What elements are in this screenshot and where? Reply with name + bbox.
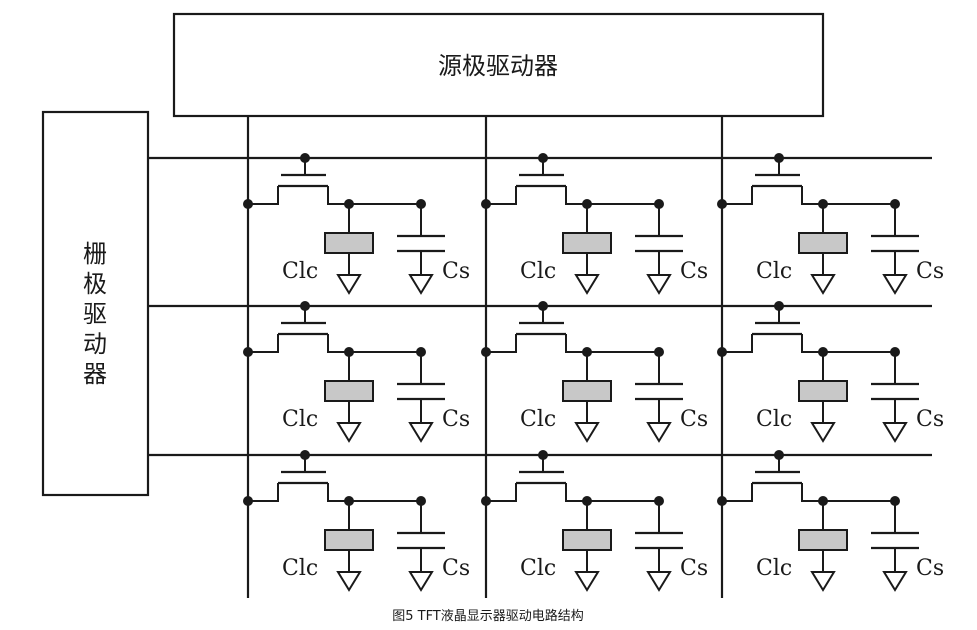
pixel-cell-r1-c2: Clc Cs [481, 153, 708, 295]
clc-label: Clc [282, 556, 318, 581]
cs-ground-symbol [646, 274, 672, 295]
cs-label: Cs [916, 259, 944, 284]
lc-ground-symbol [336, 571, 362, 592]
tft-drain-wire [801, 334, 895, 353]
pixel-cell-r3-c3: Clc Cs [717, 450, 944, 592]
source-junction-dot [243, 347, 253, 357]
liquid-crystal-capacitor [324, 232, 374, 254]
lc-ground-symbol [336, 274, 362, 295]
liquid-crystal-capacitor [562, 529, 612, 551]
cs-ground-symbol [646, 571, 672, 592]
lc-ground-symbol [574, 571, 600, 592]
tft-drain-wire [327, 483, 421, 502]
clc-label: Clc [756, 259, 792, 284]
cs-ground-symbol [882, 422, 908, 443]
cs-ground-symbol [646, 422, 672, 443]
cs-label: Cs [680, 556, 708, 581]
tft-source-wire [486, 483, 517, 502]
cs-ground-symbol [408, 571, 434, 592]
gate-driver-block: 栅 极 驱 动 器 [41, 110, 150, 497]
gate-driver-char-4: 动 [83, 330, 107, 358]
pixel-cell-r1-c3: Clc Cs [717, 153, 944, 295]
cs-label: Cs [680, 407, 708, 432]
tft-source-wire [248, 483, 279, 502]
tft-source-wire [248, 334, 279, 353]
lc-ground-symbol [810, 274, 836, 295]
cs-label: Cs [442, 556, 470, 581]
figure-caption: 图5 TFT液晶显示器驱动电路结构 [392, 608, 584, 624]
source-junction-dot [243, 199, 253, 209]
tft-drain-wire [327, 334, 421, 353]
lc-ground-symbol [574, 274, 600, 295]
gate-driver-char-1: 栅 [83, 240, 107, 268]
source-junction-dot [481, 496, 491, 506]
source-driver-box [172, 12, 825, 118]
source-junction-dot [481, 347, 491, 357]
tft-drain-wire [565, 483, 659, 502]
lc-ground-symbol [336, 422, 362, 443]
clc-label: Clc [282, 407, 318, 432]
clc-label: Clc [756, 407, 792, 432]
pixel-cell-r2-c3: Clc Cs [717, 301, 944, 443]
source-driver-block: 源极驱动器 [172, 12, 825, 118]
gate-driver-box [41, 110, 150, 497]
clc-label: Clc [520, 259, 556, 284]
bus-lines [148, 116, 932, 598]
source-junction-dot [717, 496, 727, 506]
lc-ground-symbol [810, 422, 836, 443]
tft-source-wire [722, 483, 753, 502]
clc-label: Clc [756, 556, 792, 581]
tft-source-wire [722, 334, 753, 353]
cs-label: Cs [916, 556, 944, 581]
pixel-cell-r3-c2: Clc Cs [481, 450, 708, 592]
liquid-crystal-capacitor [324, 529, 374, 551]
clc-label: Clc [282, 259, 318, 284]
cs-ground-symbol [882, 274, 908, 295]
liquid-crystal-capacitor [562, 232, 612, 254]
tft-drain-wire [801, 483, 895, 502]
tft-drain-wire [327, 186, 421, 205]
clc-label: Clc [520, 407, 556, 432]
tft-source-wire [486, 186, 517, 205]
pixel-cell-r2-c2: Clc Cs [481, 301, 708, 443]
liquid-crystal-capacitor [798, 380, 848, 402]
tft-source-wire [248, 186, 279, 205]
cs-label: Cs [680, 259, 708, 284]
cs-label: Cs [442, 407, 470, 432]
clc-label: Clc [520, 556, 556, 581]
lc-ground-symbol [574, 422, 600, 443]
pixel-cell-r1-c1: Clc Cs [243, 153, 470, 295]
tft-source-wire [722, 186, 753, 205]
source-junction-dot [717, 347, 727, 357]
liquid-crystal-capacitor [562, 380, 612, 402]
liquid-crystal-capacitor [324, 380, 374, 402]
cs-label: Cs [442, 259, 470, 284]
gate-driver-char-2: 极 [83, 270, 107, 298]
tft-drain-wire [565, 334, 659, 353]
liquid-crystal-capacitor [798, 232, 848, 254]
cs-ground-symbol [882, 571, 908, 592]
cs-ground-symbol [408, 274, 434, 295]
liquid-crystal-capacitor [798, 529, 848, 551]
tft-drain-wire [565, 186, 659, 205]
gate-driver-char-5: 器 [83, 360, 107, 388]
source-junction-dot [481, 199, 491, 209]
source-driver-label: 源极驱动器 [438, 52, 558, 80]
lc-ground-symbol [810, 571, 836, 592]
tft-drain-wire [801, 186, 895, 205]
gate-driver-char-3: 驱 [83, 300, 107, 328]
pixel-cell-r3-c1: Clc Cs [243, 450, 470, 592]
cs-label: Cs [916, 407, 944, 432]
cs-ground-symbol [408, 422, 434, 443]
source-junction-dot [717, 199, 727, 209]
source-junction-dot [243, 496, 253, 506]
tft-source-wire [486, 334, 517, 353]
pixel-cell-r2-c1: Clc Cs [243, 301, 470, 443]
